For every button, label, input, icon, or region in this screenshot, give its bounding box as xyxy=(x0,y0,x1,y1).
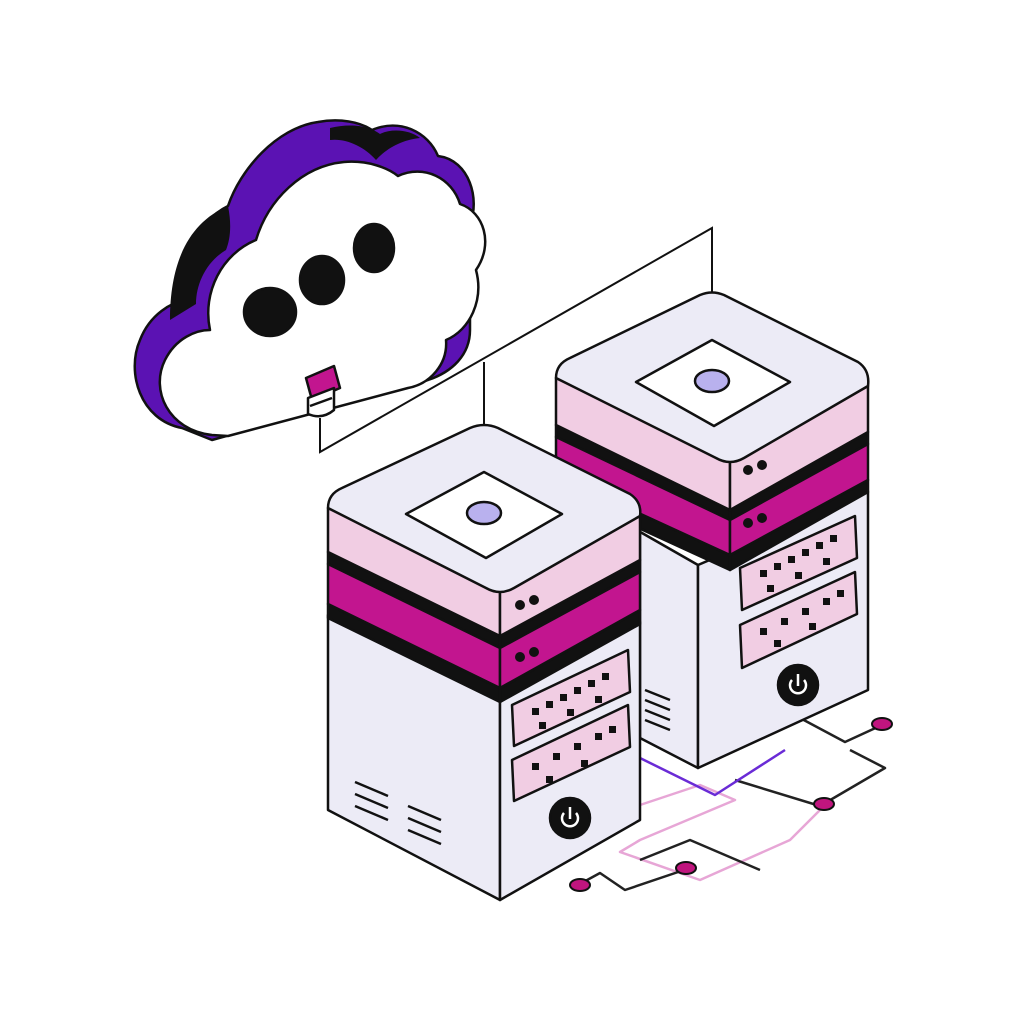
circuit-node xyxy=(675,861,697,875)
server-front-panel-dots xyxy=(532,673,616,783)
server-front-vents xyxy=(354,780,442,846)
server-front-tier-magenta-right xyxy=(498,570,642,690)
server-back-port xyxy=(693,368,731,394)
server-back-led xyxy=(757,460,767,470)
cloud-dot xyxy=(242,286,298,338)
server-back-led xyxy=(743,465,753,475)
power-symbol xyxy=(560,812,580,828)
server-front xyxy=(326,423,642,902)
server-front-led xyxy=(515,600,525,610)
server-back-panel-dots xyxy=(760,535,844,647)
server-back-tier-magenta-right xyxy=(728,442,870,557)
connector-plug-icon xyxy=(304,364,342,418)
circuit-node xyxy=(871,717,893,731)
cloud-dot xyxy=(352,222,396,274)
trace-pink xyxy=(618,783,821,882)
trace-purple xyxy=(639,748,786,797)
circuit-nodes xyxy=(569,717,893,892)
cloud-depth-black xyxy=(170,206,231,320)
server-front-led xyxy=(515,652,525,662)
server-front-led xyxy=(529,647,539,657)
cloud-dot xyxy=(298,254,346,306)
cloud-icon xyxy=(133,119,487,442)
trace-dark-lower-right xyxy=(734,748,887,808)
trace-dark-bottom xyxy=(577,866,691,892)
server-back-led xyxy=(757,513,767,523)
server-front-panel xyxy=(510,703,632,803)
circuit-node xyxy=(569,878,591,892)
power-symbol xyxy=(788,679,808,695)
circuit-node xyxy=(813,797,835,811)
server-back-panel xyxy=(738,570,859,670)
server-front-led xyxy=(529,595,539,605)
circuit-traces xyxy=(577,716,887,892)
server-back-led xyxy=(743,518,753,528)
trace-dark-mid xyxy=(639,838,761,872)
plug-ring xyxy=(309,396,333,408)
server-back-vents xyxy=(644,688,671,732)
server-front-port xyxy=(465,500,503,526)
cloud-depth-black-top xyxy=(330,125,420,160)
